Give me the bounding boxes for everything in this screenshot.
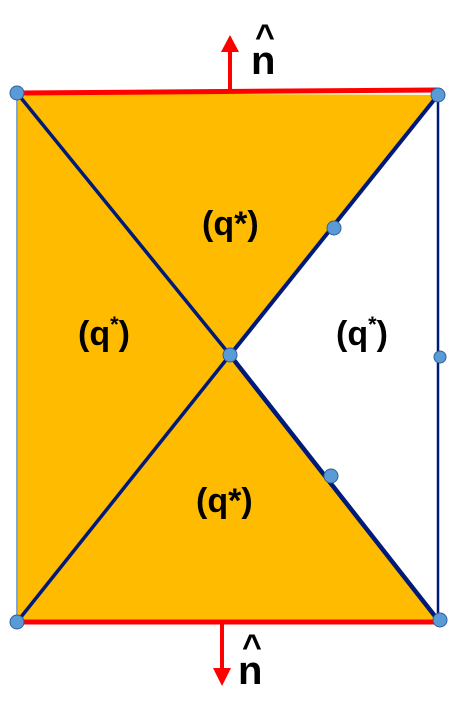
normal-top-hat: ^: [255, 18, 275, 56]
normal-arrow-top-head: [221, 35, 239, 52]
top-triangle-label: (q*): [202, 205, 259, 243]
normal-bottom-hat: ^: [242, 628, 262, 666]
node-upper-diagonal-mid: [326, 220, 342, 236]
right-triangle-label-sup: *: [368, 312, 377, 337]
node-center: [222, 347, 238, 363]
bottom-triangle-label-close: ): [241, 482, 252, 520]
normal-arrow-bottom: [213, 622, 231, 686]
right-triangle-label: (q*): [336, 312, 388, 353]
diagonal-top-left: [15, 91, 232, 357]
normal-arrow-bottom-head: [213, 668, 231, 686]
left-triangle-label: (q*): [78, 312, 130, 353]
right-triangle-label-close: ): [377, 315, 388, 353]
normal-top-label: n: [251, 39, 275, 83]
left-triangle-label-close: ): [119, 315, 130, 353]
triangle-left-fill: [17, 93, 230, 622]
node-bottom-right: [432, 612, 448, 628]
node-top-left: [9, 85, 25, 101]
triangle-top-fill: [17, 93, 438, 355]
node-lower-diagonal-mid: [323, 468, 339, 484]
diagonal-bottom-left: [15, 353, 232, 624]
diagonal-bottom-right: [228, 353, 440, 622]
normal-bottom-label: n: [238, 649, 262, 693]
normal-arrow-top: [221, 35, 239, 92]
top-triangle-label-main: (q: [202, 205, 234, 243]
bottom-triangle-label: (q*): [196, 482, 253, 520]
top-boundary-edge: [16, 87, 439, 96]
right-triangle-label-main: (q: [336, 315, 368, 353]
node-bottom-left: [9, 614, 25, 630]
node-top-right: [430, 87, 446, 103]
left-triangle-label-main: (q: [78, 315, 110, 353]
bottom-triangle-label-sup: *: [228, 482, 242, 520]
bottom-triangle-label-main: (q: [196, 482, 228, 520]
top-triangle-label-close: ): [247, 205, 258, 243]
left-triangle-label-sup: *: [110, 312, 119, 337]
triangle-bottom-fill: [17, 355, 438, 622]
node-right-mid: [433, 350, 447, 364]
top-triangle-label-sup: *: [234, 205, 248, 243]
